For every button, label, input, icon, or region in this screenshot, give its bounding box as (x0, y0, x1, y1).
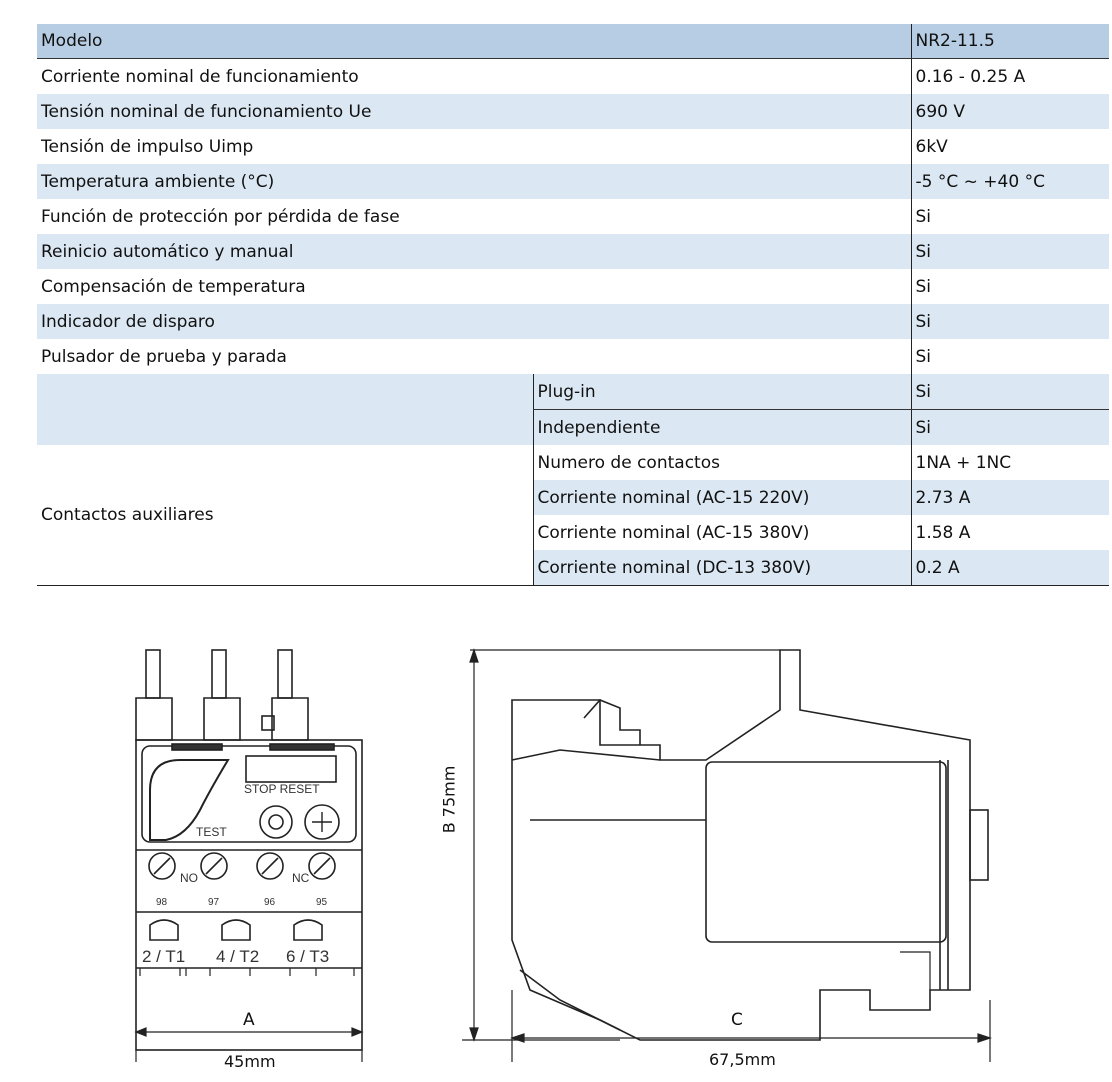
table-row: Corriente nominal (AC-15 380V) 1.58 A (37, 515, 1110, 550)
terminal-95-label: 95 (316, 897, 328, 908)
header-value: NR2-11.5 (910, 24, 1110, 59)
aux-row-value: Si (910, 374, 1110, 410)
row-value: 690 V (910, 94, 1110, 129)
table-row: Corriente nominal de funcionamiento 0.16… (37, 58, 1110, 94)
stop-reset-label: STOP RESET (244, 782, 320, 796)
table-row: Tensión nominal de funcionamiento Ue 690… (37, 94, 1110, 129)
aux-row-label: Numero de contactos (532, 445, 912, 480)
side-height-label: B 75mm (439, 765, 459, 834)
test-label: TEST (196, 825, 227, 839)
aux-row-value: Si (910, 409, 1110, 445)
aux-row-value: 0.2 A (910, 550, 1110, 586)
table-row: Corriente nominal (AC-15 220V) 2.73 A (37, 480, 1110, 515)
row-value: -5 °C ~ +40 °C (910, 164, 1110, 199)
row-value: 6kV (910, 129, 1110, 164)
row-label: Temperatura ambiente (°C) (37, 164, 912, 199)
row-label: Indicador de disparo (37, 304, 912, 339)
front-dim-letter: A (243, 1010, 255, 1030)
row-label: Compensación de temperatura (41, 276, 306, 297)
aux-spacer-cell (37, 409, 533, 445)
aux-row-label: Corriente nominal (DC-13 380V) (532, 550, 912, 586)
table-row: Independiente Si (37, 409, 1110, 445)
table-row: Plug-in Si (37, 374, 1110, 410)
row-value: Si (910, 199, 1110, 234)
table-header-row: Modelo NR2-11.5 (37, 24, 1110, 59)
table-row: Contactos auxiliares Numero de contactos… (37, 445, 1110, 586)
spec-table: Modelo NR2-11.5 Corriente nominal de fun… (37, 24, 1110, 586)
terminal-t1-label: 2 / T1 (142, 947, 185, 966)
no-label: NO (180, 871, 198, 885)
front-dim-value: 45mm (224, 1052, 276, 1071)
table-row: Corriente nominal (DC-13 380V) 0.2 A (37, 550, 1110, 586)
row-value: Si (910, 339, 1110, 374)
nc-label: NC (292, 871, 310, 885)
row-label: Tensión de impulso Uimp (41, 136, 254, 157)
side-width-letter: C (731, 1010, 743, 1030)
table-row: Función de protección por pérdida de fas… (37, 199, 1110, 234)
aux-group-label: Contactos auxiliares (37, 445, 533, 586)
aux-row-label: Independiente (532, 409, 912, 445)
terminal-97-label: 97 (208, 897, 220, 908)
aux-row-label: Plug-in (532, 374, 912, 410)
aux-row-value: 1NA + 1NC (910, 445, 1110, 480)
row-label: Reinicio automático y manual (37, 234, 912, 269)
side-dimensions (462, 648, 992, 1062)
table-row: Reinicio automático y manual Si (37, 234, 1110, 269)
header-label: Modelo (37, 24, 912, 59)
terminal-t2-label: 4 / T2 (216, 947, 259, 966)
row-value: 0.16 - 0.25 A (910, 58, 1110, 94)
table-row: Pulsador de prueba y parada Si (37, 339, 1110, 374)
aux-row-value: 1.58 A (910, 515, 1110, 550)
terminal-t3-label: 6 / T3 (286, 947, 329, 966)
aux-row-label: Corriente nominal (AC-15 380V) (532, 515, 912, 550)
table-row: Tensión de impulso Uimp 6kV (37, 129, 1110, 164)
side-width-value: 67,5mm (709, 1050, 776, 1069)
front-view (135, 649, 363, 1051)
row-label: Corriente nominal de funcionamiento (41, 66, 359, 87)
table-row: Temperatura ambiente (°C) -5 °C ~ +40 °C (37, 164, 1110, 199)
table-row: Compensación de temperatura Si (37, 269, 1110, 304)
terminal-98-label: 98 (156, 897, 168, 908)
row-label: Tensión nominal de funcionamiento Ue (37, 94, 912, 129)
terminal-96-label: 96 (264, 897, 276, 908)
front-labels: STOP RESET TEST NO NC 98 97 96 95 2 / T1… (142, 782, 329, 966)
row-value: Si (910, 269, 1110, 304)
front-dimension (134, 1027, 364, 1062)
row-value: Si (910, 304, 1110, 339)
aux-spacer-cell (37, 374, 533, 410)
table-row: Indicador de disparo Si (37, 304, 1110, 339)
aux-row-value: 2.73 A (910, 480, 1110, 515)
aux-row-label: Corriente nominal (AC-15 220V) (532, 480, 912, 515)
row-value: Si (910, 234, 1110, 269)
side-view (511, 649, 989, 1041)
row-label: Pulsador de prueba y parada (41, 346, 287, 367)
row-label: Función de protección por pérdida de fas… (41, 206, 400, 227)
